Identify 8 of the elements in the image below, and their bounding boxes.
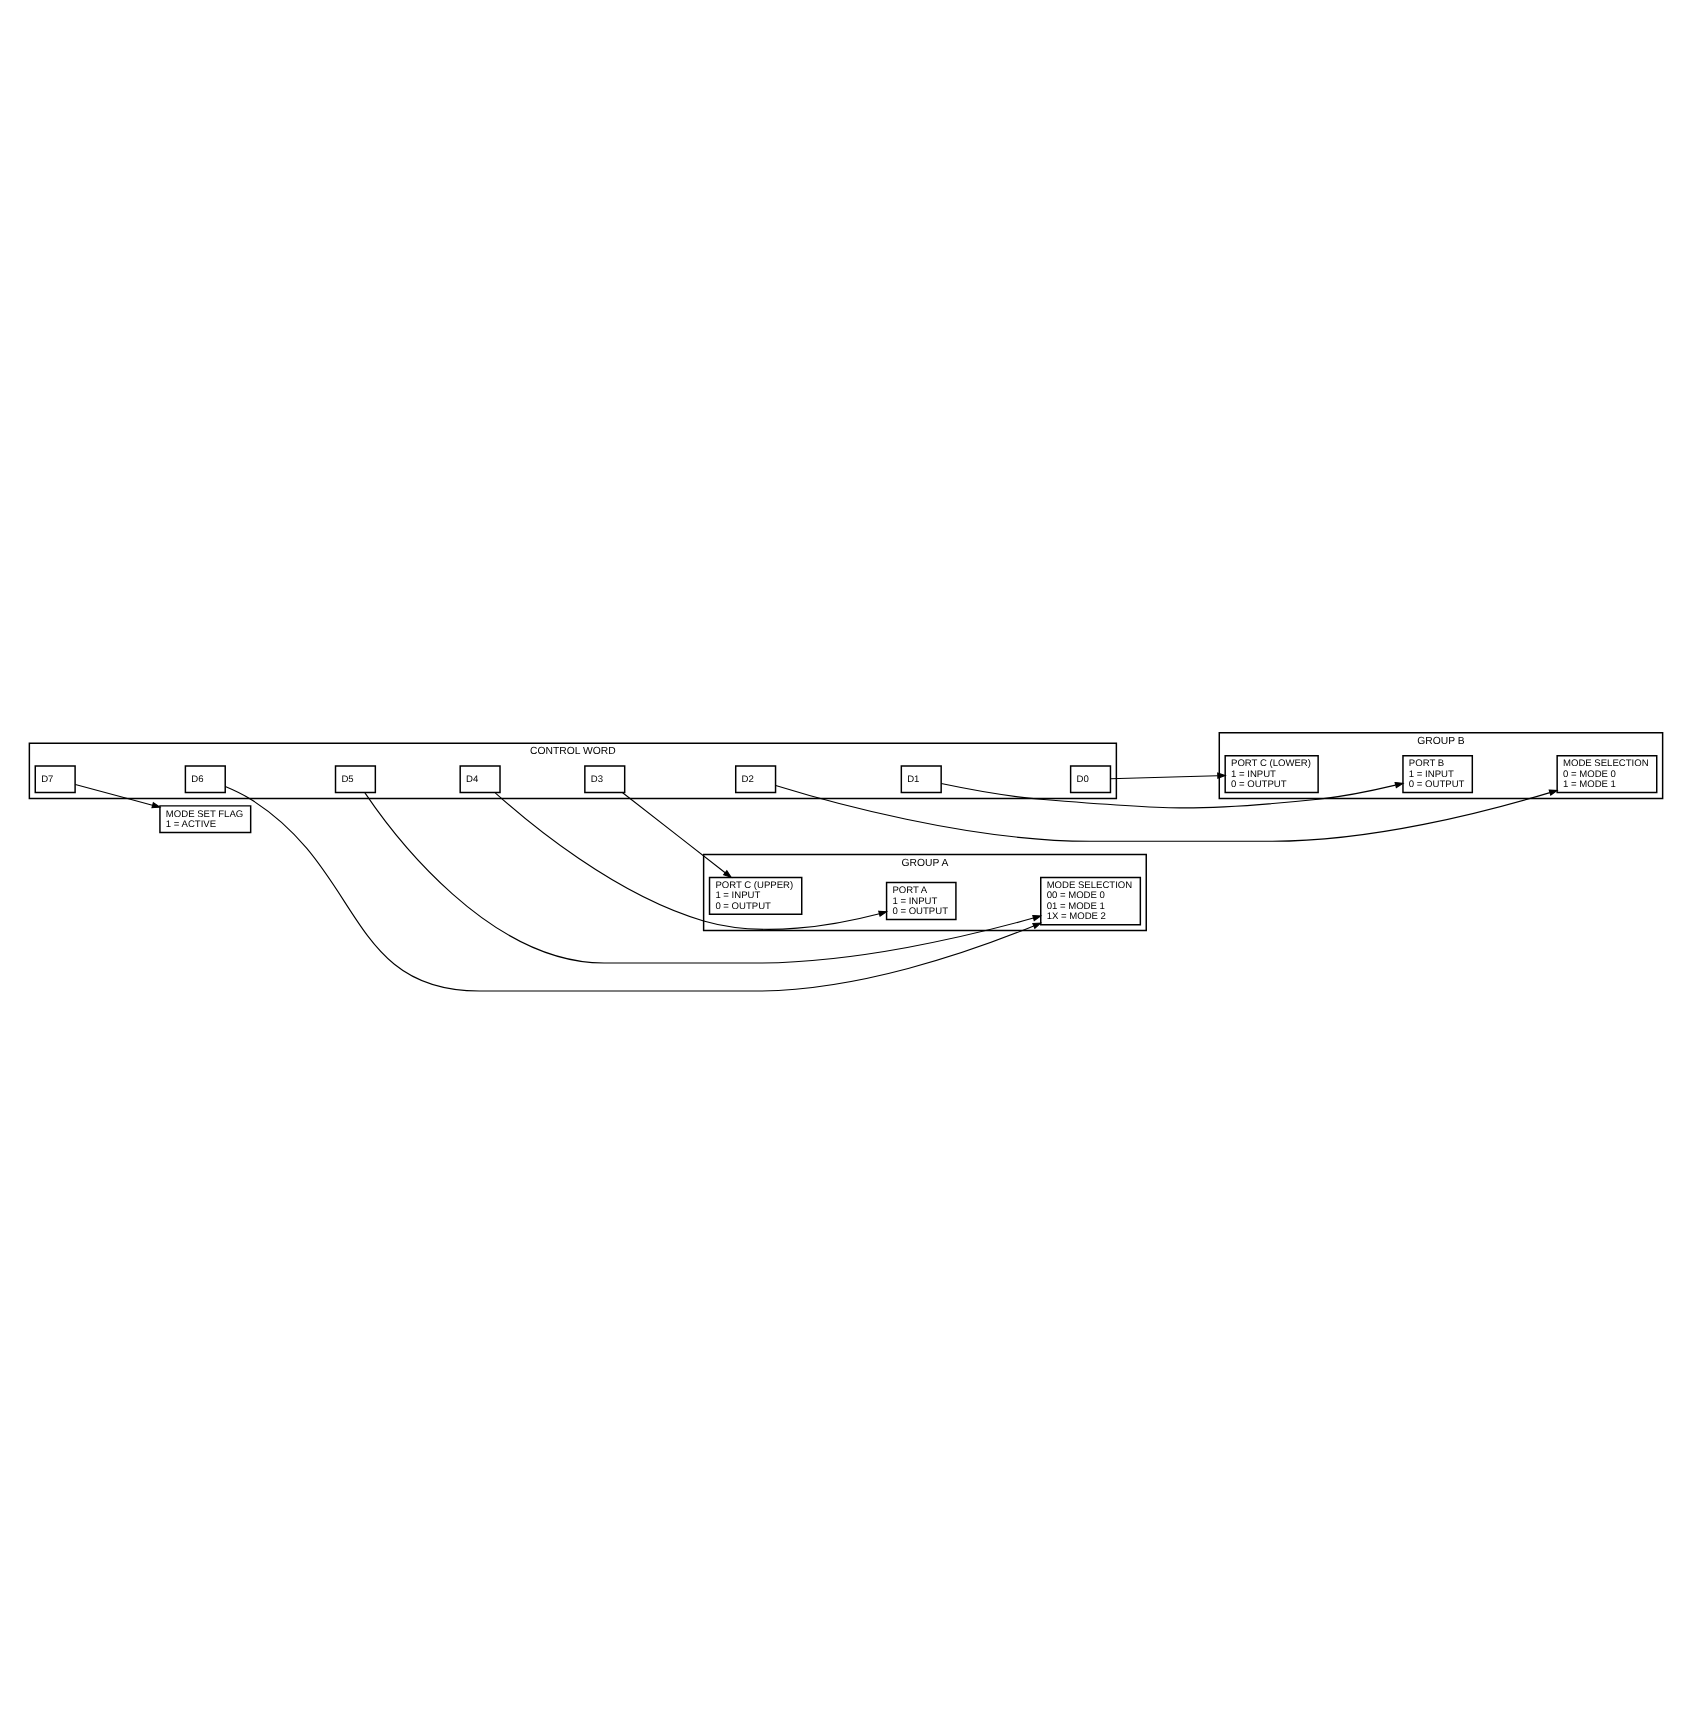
arrow: [940, 780, 1405, 808]
arrow: [622, 791, 733, 878]
arrow: [74, 783, 162, 808]
arrow: [494, 791, 889, 929]
arrow: [364, 791, 1043, 963]
arrow: [775, 783, 1559, 841]
arrow: [224, 785, 1043, 991]
arrow: [1109, 771, 1227, 779]
